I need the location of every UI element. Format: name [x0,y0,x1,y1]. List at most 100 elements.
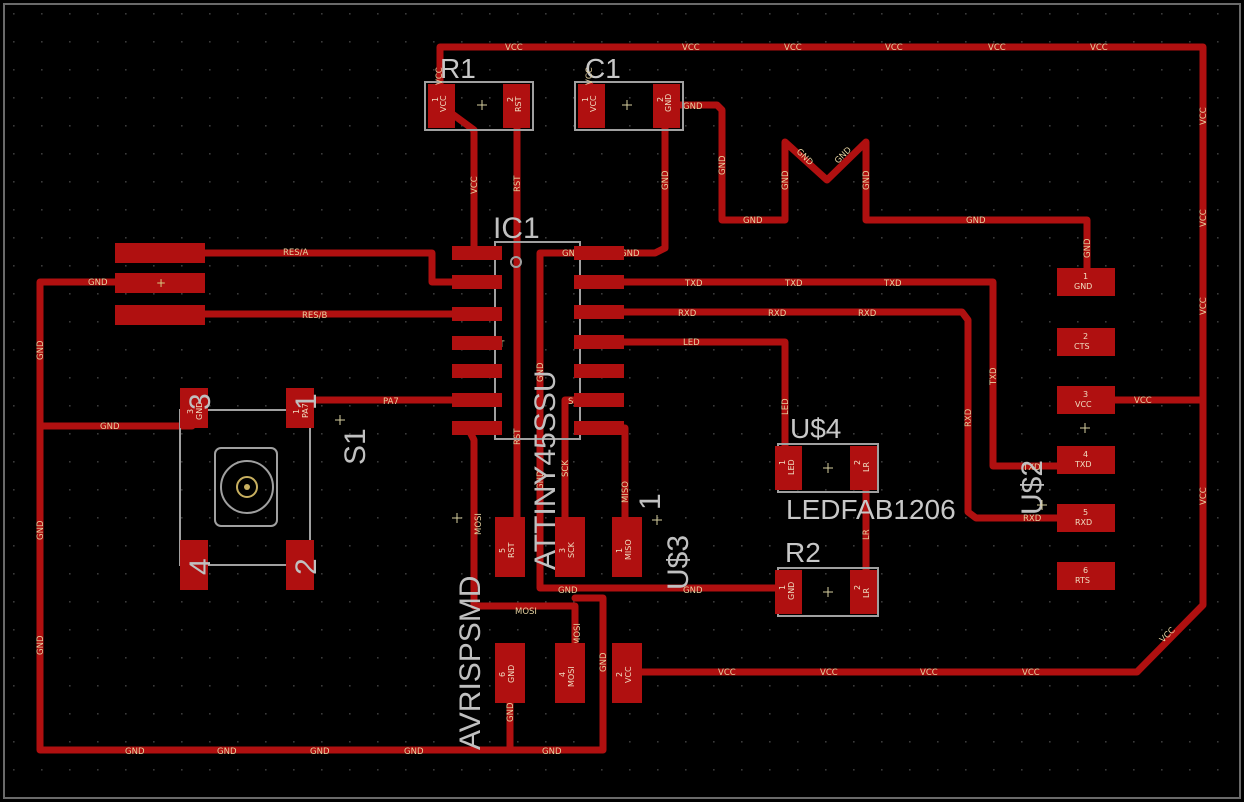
net-label: RXD [678,309,697,319]
ic1-pin-9[interactable] [574,275,624,289]
s1-pad-4[interactable] [180,540,208,590]
net-label: VCC [1090,43,1108,53]
s1-outline [179,409,311,566]
net-label: GND [88,278,108,288]
led-pad-2-name: LR [862,462,871,472]
ic1-pin-2[interactable] [452,275,502,289]
left-connector[interactable]: + [115,243,205,325]
ic1-pin-8[interactable] [574,246,624,260]
net-label: MOSI [515,607,537,617]
net-label: VCC [784,43,802,53]
isp-pad-5-num: 5 [498,548,507,553]
c1-component[interactable]: 1 VCC 2 GND C1 VCC [574,53,684,131]
ic1-pin-5[interactable] [452,364,502,378]
r1-pad-2[interactable] [503,84,530,128]
trace-led[interactable] [596,338,789,464]
net-label: GND [661,170,671,190]
isp-pad-1-name: MISO [624,539,633,560]
trace-mosi[interactable] [464,424,579,664]
ic1-pin-10[interactable] [574,305,624,319]
net-label: TXD [1022,463,1041,473]
s1-pad-2[interactable] [286,540,314,590]
led-pad-2[interactable] [850,446,877,490]
ic1-pin-6[interactable] [452,393,502,407]
ftdi-pad-3[interactable] [1057,386,1115,414]
ic1-pin-13[interactable] [574,393,624,407]
trace-vcc-right[interactable] [636,396,1207,676]
ic1-pin-4[interactable] [452,336,502,350]
c1-vcc-label: VCC [585,67,595,85]
ic1-pin-12[interactable] [574,364,624,378]
net-label: LED [781,398,791,415]
r2-pad-1[interactable] [775,570,802,614]
net-label: VCC [1199,487,1209,505]
ftdi-pad-1[interactable] [1057,268,1115,296]
ic1-pin-3[interactable] [452,307,502,321]
origin-cross-icon [335,415,345,425]
ic1-component[interactable]: IC1 ATTINY45SSU [452,212,624,570]
isp-pad-3[interactable] [555,517,585,577]
trace-txd[interactable] [596,278,1091,470]
trace-res-a[interactable] [201,249,472,286]
ftdi-pad-4-num: 4 [1083,450,1088,459]
led-pad-2-num: 2 [853,460,862,465]
trace-rxd[interactable] [596,308,1091,522]
trace-gnd-r2[interactable] [536,249,789,592]
r1-vcc-label: VCC [435,67,445,85]
c1-pad-2-num: 2 [656,97,665,102]
trace-vcc-top[interactable] [436,43,1207,404]
ftdi-pad-2[interactable] [1057,328,1115,356]
isp-pad-4[interactable] [555,643,585,703]
isp-pad-3-num: 3 [558,548,567,553]
led-pad-1[interactable] [775,446,802,490]
ic1-pin-7[interactable] [452,421,502,435]
ftdi-pad-5[interactable] [1057,504,1115,532]
ftdi-pad-6-name: RTS [1075,576,1090,585]
r2-component[interactable]: 1 GND 2 LR R2 [775,537,879,617]
net-label: RXD [858,309,877,319]
s1-pad-3[interactable] [180,388,208,428]
ftdi-pad-2-num: 2 [1083,332,1088,341]
isp-pad-6[interactable] [495,643,525,703]
ftdi-pad-4[interactable] [1057,446,1115,474]
trace-c1-gnd[interactable] [596,101,669,257]
isp-pad-2[interactable] [612,643,642,703]
r1-pad-2-num: 2 [506,97,515,102]
avrisp-header[interactable]: 5 RST 3 SCK 1 MISO 6 GND 4 MOSI 2 VCC AV… [454,493,695,750]
ic1-pin-14[interactable] [574,421,624,435]
connector-pad-gnd[interactable] [115,273,205,293]
net-label: MOSI [573,623,583,645]
ftdi-header-u2[interactable]: 1 GND 2 CTS 3 VCC 4 TXD 5 RXD 6 RTS U$2 [1016,268,1115,590]
ic1-pin-1[interactable] [452,246,502,260]
s1-pad-1[interactable] [286,388,314,428]
trace-gnd-left[interactable] [36,278,607,754]
origin-cross-icon [823,587,833,597]
net-label: VCC [718,668,736,678]
isp-pad-5[interactable] [495,517,525,577]
origin-cross-icon [477,100,487,110]
led-lr-label: LR [862,529,872,540]
isp-pad-1[interactable] [612,517,642,577]
c1-pad-2[interactable] [653,84,680,128]
connector-pad-res-a[interactable] [115,243,205,263]
r1-body-outline [424,81,534,131]
net-label: VCC [1134,396,1152,406]
s1-silk-pin-2: 2 [290,558,323,575]
ic1-pin-11[interactable] [574,335,624,349]
connector-pad-res-b[interactable] [115,305,205,325]
ftdi-pad-6[interactable] [1057,562,1115,590]
c1-pad-1[interactable] [578,84,605,128]
trace-gnd-ftdi[interactable] [661,101,1091,289]
net-label: RXD [768,309,787,319]
net-label: GND [536,470,546,490]
r2-pad-2[interactable] [850,570,877,614]
ftdi-name: U$2 [1016,460,1049,515]
origin-cross-icon [652,515,662,525]
s1-switch[interactable]: 3 GND 1 PA7 3 1 4 2 S1 [179,388,372,590]
r1-pad-1[interactable] [428,84,455,128]
net-label: VCC [820,668,838,678]
led-u4[interactable]: 1 LED 2 LR U$4 LEDFAB1206 LR [775,413,956,540]
r1-component[interactable]: 1 VCC 2 RST R1 VCC [424,53,534,131]
led-value: LEDFAB1206 [786,494,956,525]
net-label: GND [217,747,237,757]
